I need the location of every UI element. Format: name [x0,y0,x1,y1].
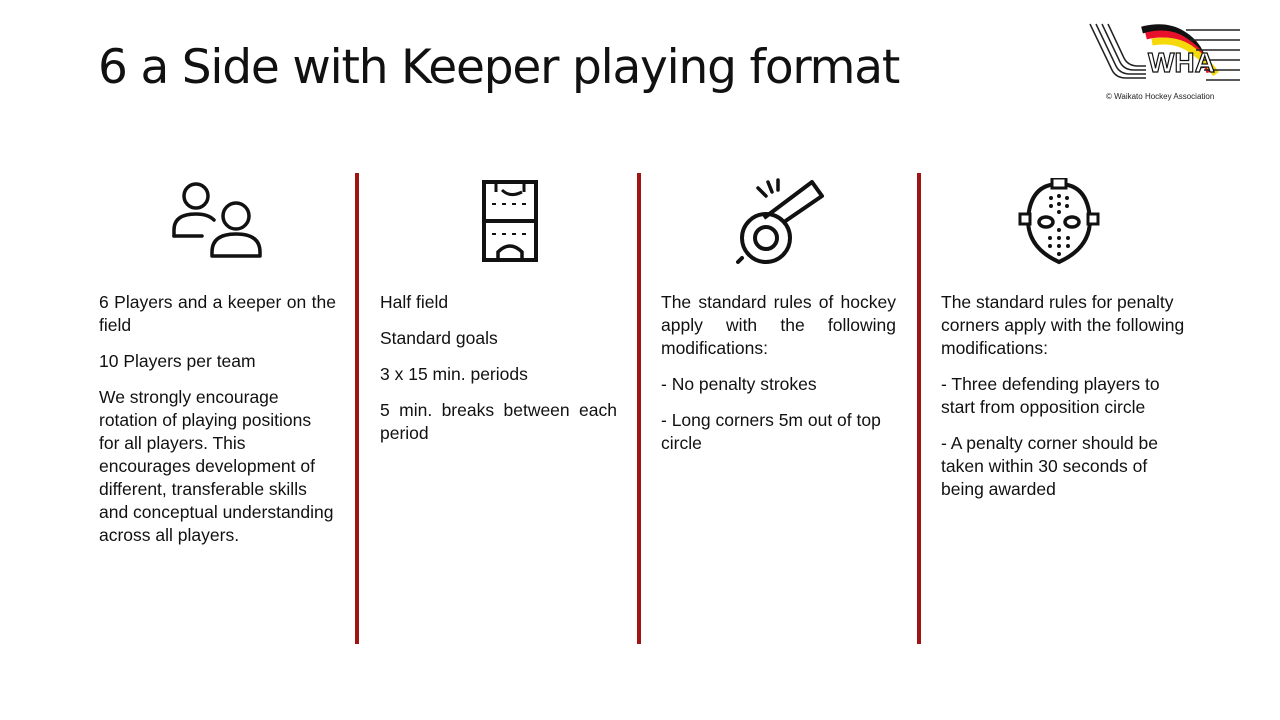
logo-caption: © Waikato Hockey Association [1106,92,1215,101]
column-2-paragraph: Half field [380,292,449,312]
goalkeeper-mask-icon [1018,176,1106,266]
column-1-text: 6 Players and a keeper on the field 10 P… [99,291,336,560]
logo-text: WHA [1148,47,1215,78]
column-2-paragraph: 5 min. breaks between each period [380,400,617,443]
column-4-paragraph: - A penalty corner should be taken withi… [941,433,1158,499]
column-3-text: The standard rules of hockey apply with … [661,291,896,468]
column-divider-1 [355,173,359,644]
column-2-paragraph: 3 x 15 min. periods [380,364,528,384]
half-field-icon [478,178,566,266]
players-icon [172,178,262,266]
column-3-paragraph: - Long corners 5m out of top circle [661,410,881,453]
wha-logo-graphic: WHA [1089,23,1240,81]
whistle-icon [736,178,824,266]
wha-logo: WHA © Waikato Hockey Association [1086,22,1244,104]
column-4-paragraph: - Three defending players to start from … [941,374,1160,417]
column-1-paragraph: 6 Players and a keeper on the field [99,292,336,335]
column-1-paragraph: 10 Players per team [99,351,256,371]
column-1-paragraph: We strongly encourage rotation of playin… [99,387,334,545]
column-4-paragraph: The standard rules for penalty corners a… [941,292,1185,358]
column-4-text: The standard rules for penalty corners a… [941,291,1186,514]
column-3-paragraph: The standard rules of hockey apply with … [661,292,896,358]
column-2-text: Half field Standard goals 3 x 15 min. pe… [380,291,617,458]
column-divider-2 [637,173,641,644]
slide-title: 6 a Side with Keeper playing format [98,40,900,95]
column-divider-3 [917,173,921,644]
column-3-paragraph: - No penalty strokes [661,374,817,394]
column-2-paragraph: Standard goals [380,328,498,348]
